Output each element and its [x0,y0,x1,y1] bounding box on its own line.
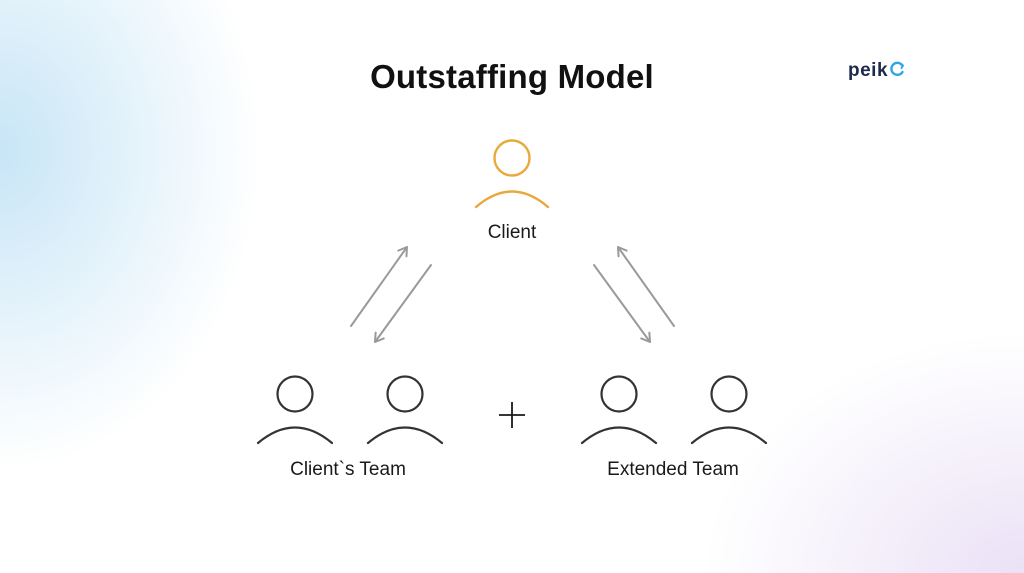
logo-text: peik [848,60,889,81]
arrow-down-left [374,264,432,343]
client-person-icon [474,139,550,209]
left-arrow-pair [350,246,432,343]
plus-icon [499,402,525,428]
client-label: Client [487,222,537,243]
peiko-logo-mark-icon [889,61,905,82]
arrow-up-left [350,246,408,327]
extended-team-label: Extended Team [607,459,739,480]
brand-logo[interactable]: peik [848,59,905,83]
page-title: Outstaffing Model [370,58,654,95]
clients-team-person-1-icon [256,375,334,445]
arrow-down-right [593,264,651,343]
extended-team-person-1-icon [580,375,658,445]
clients-team-person-2-icon [366,375,444,445]
extended-team-person-2-icon [690,375,768,445]
clients-team-label: Client`s Team [290,459,406,480]
arrow-up-right [617,246,675,327]
right-arrow-pair [593,246,675,343]
